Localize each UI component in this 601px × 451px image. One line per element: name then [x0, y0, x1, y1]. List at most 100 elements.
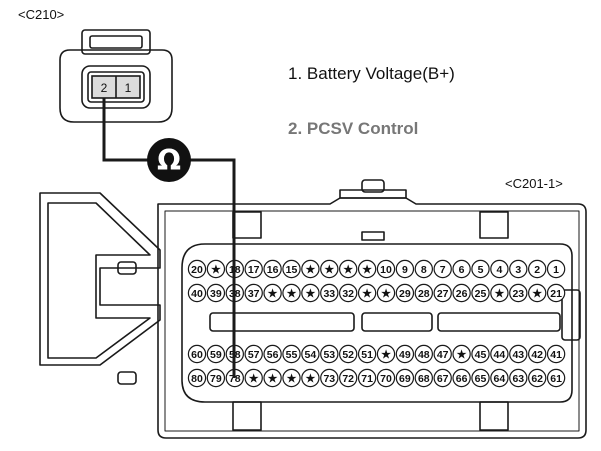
pin-circle [339, 259, 358, 279]
pin-circle [244, 259, 263, 279]
pin-circle [452, 368, 471, 388]
pin-circle [528, 283, 547, 303]
pin-label: ★ [494, 288, 504, 300]
pin-circle [187, 259, 207, 279]
pin-circle [414, 368, 433, 388]
pin-label: 56 [267, 349, 279, 361]
pin-label: 61 [550, 373, 562, 385]
pin-circle [376, 283, 396, 303]
pin-label: ★ [457, 349, 467, 361]
pin-label: ★ [362, 264, 372, 276]
pin-circle [546, 368, 566, 388]
pin-circle [546, 283, 566, 303]
pin-label: 64 [494, 373, 506, 385]
pin-label: 41 [550, 349, 562, 361]
pin-circle [263, 368, 282, 388]
pin-label: ★ [268, 288, 278, 300]
pin-label: 21 [550, 288, 562, 300]
c210-connector-label: <C210> [18, 7, 65, 22]
pin-circle [244, 344, 263, 364]
pin-circle [320, 283, 339, 303]
pin-circle [301, 259, 320, 279]
pin-label: 80 [191, 373, 203, 385]
legend-pcsv-control: 2. PCSV Control [288, 119, 419, 138]
pin-circle [414, 283, 433, 303]
pin-label: 27 [437, 288, 449, 300]
c210-pin-2: 2 [101, 81, 108, 95]
pin-label: 49 [399, 349, 411, 361]
c210-pin-1: 1 [125, 81, 132, 95]
ohmmeter-probe [147, 138, 191, 182]
pin-label: 45 [475, 349, 487, 361]
pin-label: 10 [380, 264, 392, 276]
pin-label: 52 [342, 349, 354, 361]
pin-circle [263, 344, 282, 364]
pin-circle [263, 283, 282, 303]
ohm-symbol: Ω [157, 144, 181, 177]
pin-label: ★ [211, 264, 221, 276]
pin-label: 55 [286, 349, 298, 361]
c201-1-connector [39, 179, 587, 439]
pin-label: 70 [380, 373, 392, 385]
pin-circle [357, 259, 377, 279]
pin-label: 71 [361, 373, 373, 385]
pin-label: 5 [478, 264, 484, 276]
pin-circle [320, 344, 339, 364]
pin-circle [471, 283, 490, 303]
pin-label: ★ [381, 288, 391, 300]
pin-label: 63 [512, 373, 524, 385]
pin-circle [282, 283, 301, 303]
pin-label: 47 [437, 349, 449, 361]
pin-circle [546, 259, 566, 279]
pin-circle [395, 344, 415, 364]
pin-circle [301, 344, 320, 364]
pin-circle [376, 368, 396, 388]
pin-label: 1 [553, 264, 559, 276]
pin-label: 7 [440, 264, 446, 276]
pin-label: 37 [248, 288, 260, 300]
pin-label: ★ [324, 264, 334, 276]
pin-label: 17 [248, 264, 260, 276]
pin-label: 69 [399, 373, 411, 385]
pin-circle [546, 344, 566, 364]
pin-circle [187, 368, 207, 388]
pin-circle [490, 259, 509, 279]
pin-label: 4 [496, 264, 502, 276]
pin-circle [395, 283, 415, 303]
pin-label: ★ [381, 349, 391, 361]
pin-label: 23 [512, 288, 524, 300]
pin-label: ★ [362, 288, 372, 300]
pin-circle [320, 259, 339, 279]
pin-circle [339, 344, 358, 364]
pin-label: 53 [323, 349, 335, 361]
pin-label: 48 [418, 349, 430, 361]
pin-label: 60 [191, 349, 203, 361]
pin-label: 66 [456, 373, 468, 385]
pin-circle [357, 368, 377, 388]
pin-label: ★ [305, 288, 315, 300]
pin-circle [452, 344, 471, 364]
pin-label: 20 [191, 264, 203, 276]
pin-circle [490, 344, 509, 364]
pin-circle [433, 368, 452, 388]
pin-circle [282, 259, 301, 279]
pin-label: 44 [494, 349, 506, 361]
pin-label: 29 [399, 288, 411, 300]
pin-circle [187, 344, 207, 364]
pin-circle [433, 259, 452, 279]
pin-circle [376, 344, 396, 364]
pin-label: 79 [210, 373, 222, 385]
pin-label: 68 [418, 373, 430, 385]
pin-label: 28 [418, 288, 430, 300]
c201-1-connector-label: <C201-1> [505, 176, 563, 191]
pin-label: ★ [268, 373, 278, 385]
pin-label: ★ [305, 373, 315, 385]
pin-label: 51 [361, 349, 373, 361]
pin-circle [452, 283, 471, 303]
pin-label: 16 [267, 264, 279, 276]
pin-circle [282, 368, 301, 388]
pin-circle [528, 259, 547, 279]
legend-battery-voltage: 1. Battery Voltage(B+) [288, 64, 455, 83]
